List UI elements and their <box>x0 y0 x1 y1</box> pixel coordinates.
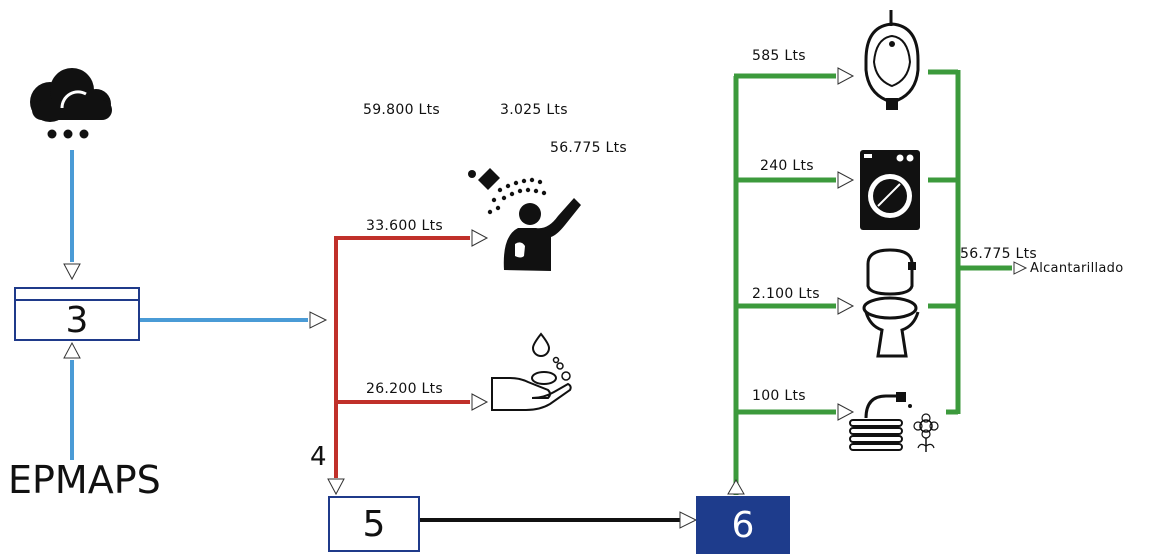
tank-3: 3 <box>14 287 140 341</box>
tank-6: 6 <box>696 496 790 554</box>
tank3-out-arrow <box>309 311 328 329</box>
hand-wash-icon <box>491 356 572 411</box>
water-drop-icon <box>531 332 551 357</box>
toilet-arrow <box>837 297 855 315</box>
tank-6-label: 6 <box>731 504 755 546</box>
junction-4-label: 4 <box>310 442 327 472</box>
shower-person-icon <box>468 168 581 271</box>
garden-hose-icon <box>849 392 939 452</box>
net-volume-label: 56.775 Lts <box>550 140 628 156</box>
garden-flow-label: 100 Lts <box>752 388 806 404</box>
rain-arrow <box>63 263 81 281</box>
urinal-flow-label: 585 Lts <box>752 48 806 64</box>
tank-5: 5 <box>328 496 420 552</box>
toilet-flow-label: 2.100 Lts <box>752 286 820 302</box>
total-volume-label: 59.800 Lts <box>363 102 441 118</box>
handwash-arrow <box>471 393 489 411</box>
epmaps-arrow <box>63 341 81 359</box>
epmaps-label: EPMAPS <box>8 458 161 502</box>
blue-pipes <box>63 150 328 460</box>
shower-flow-label: 33.600 Lts <box>366 218 444 234</box>
shower-arrow <box>471 229 489 247</box>
cloud-rain-icon <box>30 68 112 139</box>
black-pipe <box>420 511 698 529</box>
tank5-arrow <box>327 478 345 496</box>
red-pipes <box>327 229 489 496</box>
urinal-arrow <box>837 67 855 85</box>
urinal-icon <box>864 10 920 110</box>
handwash-flow-label: 26.200 Lts <box>366 381 444 397</box>
toilet-icon <box>862 248 920 358</box>
green-pipes <box>727 67 1028 495</box>
sewer-arrow <box>1013 261 1028 275</box>
tank-5-label: 5 <box>362 503 386 545</box>
trunk-up-arrow <box>727 478 745 495</box>
washing-machine-icon <box>860 150 920 230</box>
tank6-arrow <box>679 511 698 529</box>
tank-3-label: 3 <box>65 299 89 341</box>
sewer-destination-label: Alcantarillado <box>1030 261 1124 276</box>
loss-volume-label: 3.025 Lts <box>500 102 568 118</box>
washer-flow-label: 240 Lts <box>760 158 814 174</box>
sewer-flow-label: 56.775 Lts <box>960 246 1038 262</box>
washer-arrow <box>837 171 855 189</box>
garden-arrow <box>837 403 855 421</box>
